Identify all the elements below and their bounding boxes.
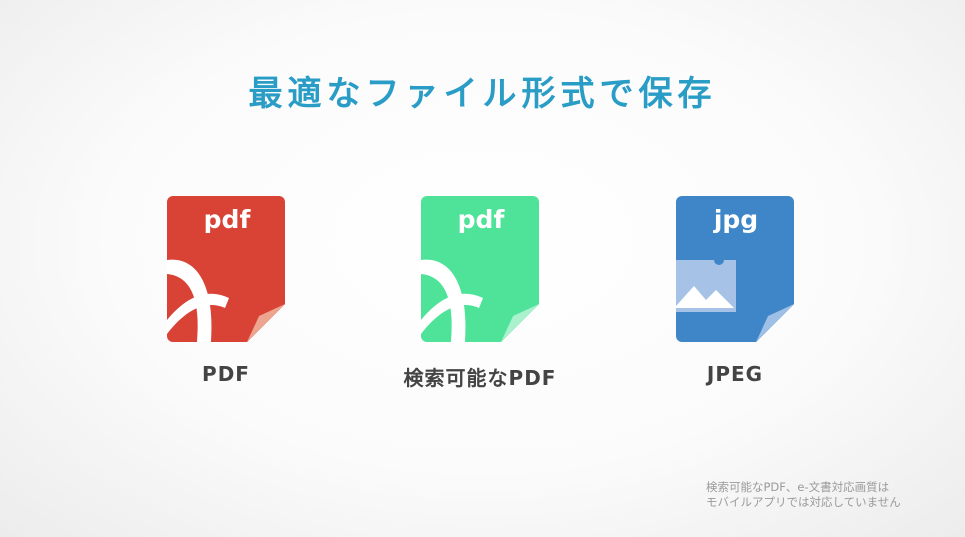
pdf-file-icon: pdf: [167, 196, 285, 342]
format-label: JPEG: [706, 362, 764, 386]
format-option-pdf[interactable]: pdf PDF: [116, 196, 336, 386]
format-option-jpeg[interactable]: jpg JPEG: [625, 196, 845, 386]
searchable-pdf-file-icon: pdf: [421, 196, 539, 342]
format-option-searchable-pdf[interactable]: pdf 検索可能なPDF: [370, 196, 590, 391]
footnote: 検索可能なPDF、e-文書対応画質は モバイルアプリでは対応していません: [706, 480, 901, 510]
page-title: 最適なファイル形式で保存: [248, 74, 717, 114]
footnote-line: 検索可能なPDF、e-文書対応画質は: [706, 480, 890, 494]
format-label: 検索可能なPDF: [403, 366, 557, 390]
icon-text: jpg: [713, 205, 758, 234]
icon-text: pdf: [458, 205, 506, 234]
mountain-icon: [676, 286, 734, 308]
format-label: PDF: [202, 362, 250, 386]
jpeg-file-icon: jpg: [676, 196, 794, 342]
footnote-line: モバイルアプリでは対応していません: [706, 495, 901, 509]
icon-text: pdf: [204, 205, 252, 234]
